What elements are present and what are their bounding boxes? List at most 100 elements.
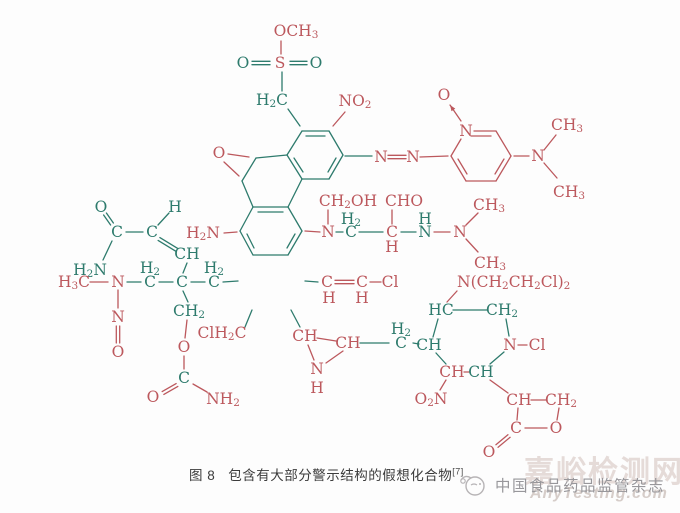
atom-label: CH2 [173, 302, 205, 321]
atom-label: Cl [382, 273, 399, 291]
atom-label: H2 [140, 259, 160, 278]
atom-label: N [531, 147, 545, 165]
atom-label: N [111, 308, 125, 326]
bond [287, 178, 303, 208]
atom-label: S [275, 54, 286, 72]
bond [325, 350, 344, 364]
atom-label: CHO [385, 192, 423, 210]
bond [465, 212, 479, 226]
atom-label: CH3 [551, 116, 583, 135]
bond [286, 154, 303, 180]
atom-label: H2C [256, 91, 288, 110]
bond [287, 206, 303, 232]
atom-label: CH [292, 327, 317, 345]
bond [223, 161, 240, 177]
atom-label: N [310, 360, 324, 378]
atom-label: H2 [204, 259, 224, 278]
bond [543, 162, 558, 179]
bond [556, 407, 560, 421]
atom-label: N [111, 273, 125, 291]
atom-label: N [503, 336, 517, 354]
bond [435, 352, 447, 365]
bond [157, 239, 177, 253]
bond [287, 108, 301, 127]
atom-label: O [310, 54, 323, 72]
atom-label: C [395, 334, 407, 352]
atom-label: H2N [73, 261, 107, 280]
bond [102, 240, 113, 261]
bond [286, 130, 303, 156]
atom-label: OCH3 [274, 22, 319, 41]
atom-label: C [510, 419, 522, 437]
bond [489, 351, 505, 365]
bond [316, 337, 337, 342]
atom-label: CH3 [474, 254, 506, 273]
bond [184, 319, 188, 339]
bond [239, 230, 254, 256]
bond [495, 130, 512, 157]
atom-label: N [453, 223, 467, 241]
atom-label: H [385, 238, 399, 256]
atom-label: H [168, 198, 182, 216]
atom-label: N [459, 122, 473, 140]
atom-label: C [146, 223, 158, 241]
bond [239, 206, 254, 232]
atom-label: CH [174, 245, 199, 263]
bond [159, 236, 179, 250]
atom-label: H2N [186, 224, 220, 243]
bond [304, 230, 321, 233]
atom-label: O2N [415, 390, 448, 409]
bond [327, 157, 337, 173]
bond [244, 309, 253, 328]
atom-label: H [418, 210, 432, 228]
atom-label: C [111, 223, 123, 241]
bond [412, 342, 420, 345]
atom-label: CH2 [545, 391, 577, 410]
caption-text: 包含有大部分警示结构的假想化合物 [228, 468, 453, 483]
atom-label: H2 [341, 210, 361, 229]
atom-label: CH [506, 391, 531, 409]
bond [505, 318, 510, 337]
bond [304, 280, 319, 283]
bond [446, 290, 458, 303]
atom-label: C [386, 223, 398, 241]
bond [494, 158, 505, 175]
bond [328, 154, 344, 180]
atom-label: O [112, 343, 125, 361]
bond [163, 385, 179, 396]
arrowhead [450, 105, 456, 112]
atom-label: NH2 [206, 390, 240, 409]
brand-row: 中国食品药品监管杂志 [455, 466, 665, 498]
atom-label: CH [439, 363, 464, 381]
bond [307, 344, 315, 361]
atom-label: H [355, 289, 369, 307]
atom-label: C [208, 273, 220, 291]
bond [489, 379, 509, 394]
bond [328, 130, 344, 156]
bond [432, 318, 439, 338]
bond [290, 309, 301, 328]
atom-label: O [438, 86, 451, 104]
bond [105, 212, 115, 224]
bond [419, 155, 449, 158]
bond [543, 134, 557, 151]
brand-logo-icon [460, 475, 485, 496]
atom-label: N [321, 223, 335, 241]
atom-label: O [483, 443, 496, 461]
atom-label: ClH2C [198, 324, 247, 343]
atom-label: N(CH2CH2Cl)2 [457, 273, 570, 292]
atom-label: O [95, 198, 108, 216]
atom-label: CH3 [473, 196, 505, 215]
bond [161, 382, 177, 393]
bond [246, 233, 255, 249]
atom-label: H [310, 379, 324, 397]
bond [439, 379, 447, 391]
watermark-text: 嘉峪检测网 [524, 456, 680, 489]
atom-label: H2 [391, 320, 411, 339]
bond [332, 111, 346, 127]
bond [182, 290, 189, 303]
atom-label: N [374, 148, 388, 166]
bond [450, 155, 467, 182]
bond [157, 212, 170, 226]
bond [286, 233, 296, 249]
